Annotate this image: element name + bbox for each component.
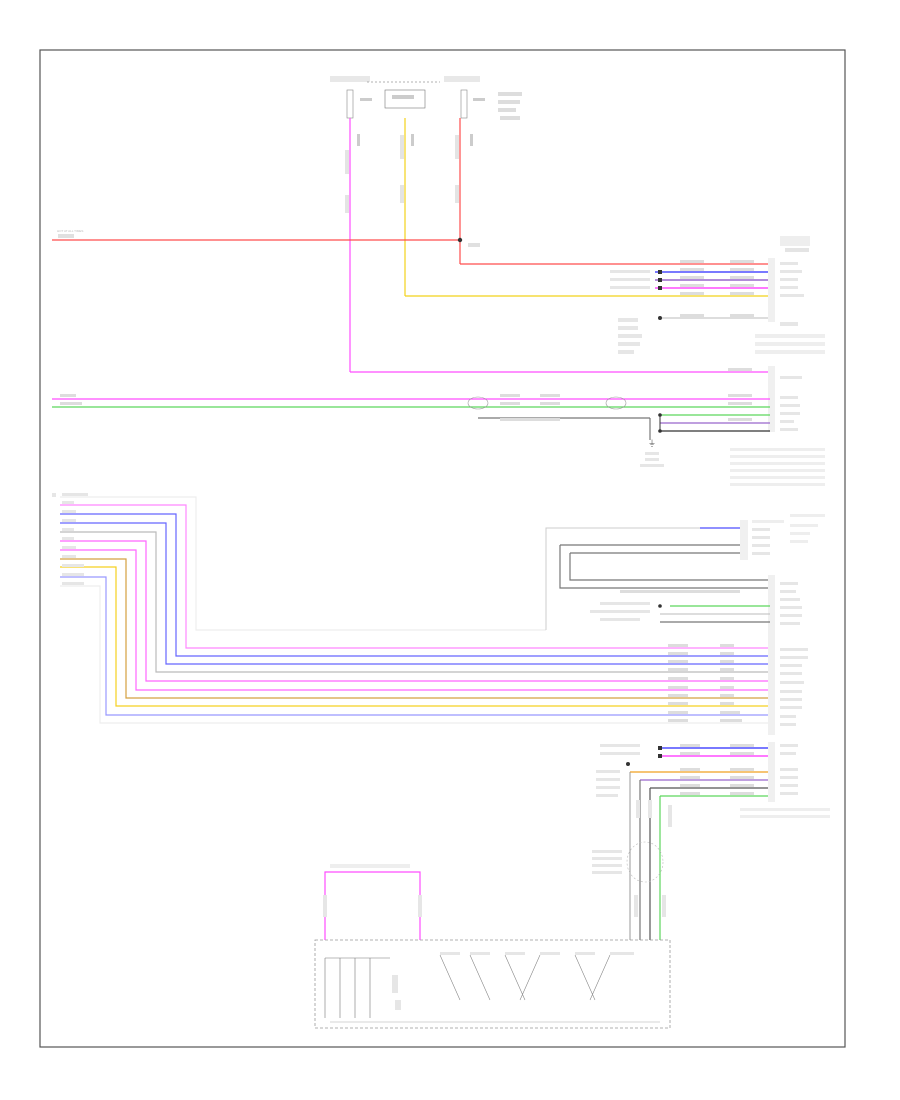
clock-spring-connector — [592, 742, 830, 940]
steering-wheel-switch — [314, 864, 671, 1029]
wire-pair-left: ⏚ — [52, 394, 825, 486]
module-connector — [545, 514, 825, 735]
connector-1 — [405, 236, 825, 354]
splice-red — [457, 237, 463, 243]
source-label: HOT AT ALL TIMES — [57, 229, 83, 233]
svg-text:⏚: ⏚ — [648, 439, 656, 448]
diagram-frame — [39, 49, 846, 1048]
fuse-block — [330, 76, 522, 146]
wire-harness — [52, 493, 770, 724]
